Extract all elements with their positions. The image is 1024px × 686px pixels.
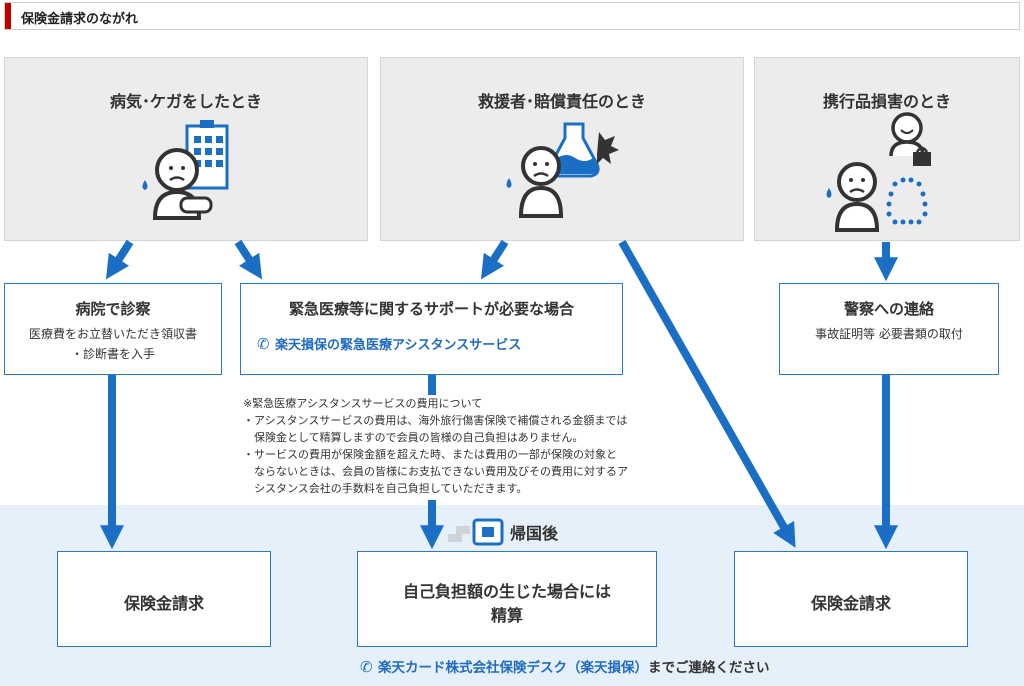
step-police: 警察への連絡 事故証明等 必要書類の取付 [779,283,999,375]
arrow-illness-to-hospital [105,239,134,280]
header-accent-bar [5,3,11,29]
final-claim-left: 保険金請求 [57,551,271,647]
notes-line: ・サービスの費用が保険金額を超えた時、または費用の一部が保険の対象と [243,448,617,461]
notes-line: 保険金として精算しますので会員の皆様の自己負担はありません。 [243,431,584,444]
arrow-rescuer-to-claim [618,240,796,548]
notes-line: ・アシスタンスサービスの費用は、海外旅行傷害保険で補償される金額までは [243,414,628,427]
final-title-line1: 自己負担額の生じた場合には [402,582,611,601]
broken-flask-person-icon [506,122,619,218]
injured-person-hospital-icon [142,120,229,220]
step-desc-line2: ・診断書を入手 [70,347,155,361]
step-title: 警察への連絡 [843,300,934,318]
case-rescuer-liability: 救援者･賠償責任のとき [380,57,744,241]
case-title: 携行品損害のとき [822,92,951,111]
case-illness-injury: 病気･ケガをしたとき [4,57,368,241]
stolen-bag-person-icon [826,112,931,232]
notes-heading: ※緊急医療アシスタンスサービスの費用について [243,397,483,410]
case-title: 救援者･賠償責任のとき [477,92,646,111]
notes-line: シスタンス会社の手数料を自己負担していただきます。 [243,482,528,495]
step-desc-line1: 医療費をお立替いただき領収書 [28,327,197,341]
step-emergency-support: 緊急医療等に関するサポートが必要な場合 ✆ 楽天損保の緊急医療アシスタンスサービス [240,283,623,375]
contact-line: ✆ 楽天カード株式会社保険デスク（楽天損保）までご連絡ください [360,656,770,676]
assistance-cost-notes: ※緊急医療アシスタンスサービスの費用について ・アシスタンスサービスの費用は、海… [243,395,673,497]
case-belongings-damage: 携行品損害のとき [754,57,1020,241]
step-hospital: 病院で診察 医療費をお立替いただき領収書 ・診断書を入手 [4,283,222,375]
step-title: 病院で診察 [75,300,151,318]
final-claim-right: 保険金請求 [734,551,968,647]
final-title: 保険金請求 [123,594,204,613]
arrow-rescuer-to-emergency [480,239,509,280]
final-title-line2: 精算 [490,606,523,625]
section-header: 保険金請求のながれ [4,2,1020,30]
contact-suffix: までご連絡ください [648,660,770,676]
phone-icon: ✆ [257,335,270,353]
arrow-illness-to-emergency [234,239,263,280]
step-desc-line1: 事故証明等 必要書類の取付 [815,327,963,341]
case-title: 病気･ケガをしたとき [109,92,262,111]
final-settlement: 自己負担額の生じた場合には 精算 [357,551,657,647]
emergency-assistance-link-text: 楽天損保の緊急医療アシスタンスサービス [275,338,522,353]
page-title: 保険金請求のながれ [21,12,139,27]
final-title: 保険金請求 [810,594,891,613]
emergency-assistance-link[interactable]: ✆ 楽天損保の緊急医療アシスタンスサービス [257,334,521,353]
suitcase-icon [448,518,504,546]
notes-line: ならないときは、会員の皆様にお支払できない費用及びその費用に対するア [243,465,628,478]
after-return-label: 帰国後 [510,524,559,543]
insurance-desk-link[interactable]: 楽天カード株式会社保険デスク（楽天損保） [378,660,648,676]
phone-icon: ✆ [360,658,373,676]
step-title: 緊急医療等に関するサポートが必要な場合 [288,300,574,318]
